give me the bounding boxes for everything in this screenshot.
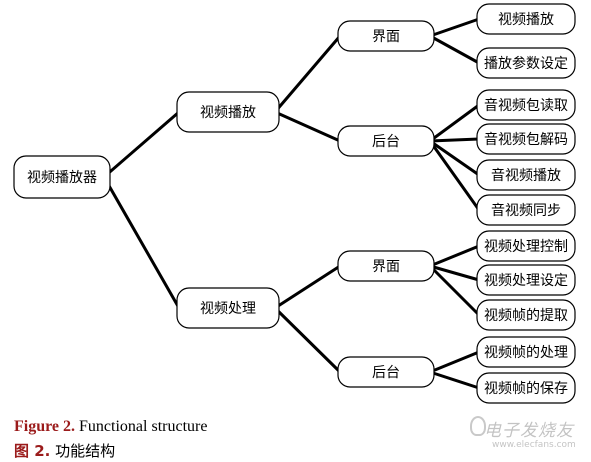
leaf-node-1-1-1: 视频帧的保存	[476, 372, 576, 404]
edge-mid-0-0-leaf-1	[428, 34, 481, 65]
figure-label-zh: 图 2.	[14, 442, 51, 460]
branch-node-0-box	[176, 91, 280, 133]
leaf-node-1-1-1-label: 视频帧的保存	[484, 381, 568, 397]
mid-node-1-0-label: 界面	[372, 259, 400, 275]
edge-mid-1-1-leaf-1	[428, 370, 481, 390]
leaf-node-1-0-1-label: 视频处理设定	[484, 273, 568, 289]
mid-node-0-1-label: 后台	[372, 134, 400, 150]
leaf-node-0-0-1-box	[476, 47, 576, 79]
leaf-node-1-1-0-label: 视频帧的处理	[484, 345, 568, 361]
mid-node-0-0: 界面	[337, 20, 435, 52]
functional-structure-diagram: 视频播放播放参数设定界面音视频包读取音视频包解码音视频播放音视频同步后台视频播放…	[13, 3, 576, 404]
branch-node-1: 视频处理	[176, 287, 280, 329]
leaf-node-1-1-0-box	[476, 336, 576, 368]
root-node-label: 视频播放器	[27, 170, 97, 186]
mid-node-1-0-box	[337, 250, 435, 282]
edge-mid-1-1-leaf-0	[428, 350, 481, 374]
edge-mid-0-1-leaf-1	[428, 137, 481, 143]
watermark: 电子发烧友 www.elecfans.com	[470, 412, 588, 458]
branch-node-0-label: 视频播放	[200, 105, 256, 121]
leaf-node-1-0-2: 视频帧的提取	[476, 299, 576, 331]
leaf-node-0-1-3-box	[476, 194, 576, 226]
watermark-text: 电子发烧友	[484, 421, 574, 441]
leaf-node-0-1-0-box	[476, 89, 576, 121]
leaf-node-0-1-0: 音视频包读取	[476, 89, 576, 121]
leaf-node-0-1-0-label: 音视频包读取	[484, 97, 568, 114]
edge-branch-1-mid-0	[273, 264, 342, 310]
edge-mid-0-0-leaf-0	[428, 17, 481, 38]
edge-branch-0-mid-0	[273, 34, 342, 114]
leaf-node-1-1-0: 视频帧的处理	[476, 336, 576, 368]
leaf-node-0-0-0-label: 视频播放	[498, 12, 554, 28]
root-node: 视频播放器	[13, 155, 111, 199]
leaf-node-0-1-3-label: 音视频同步	[491, 202, 561, 219]
figure-title-zh: 功能结构	[50, 442, 116, 460]
edge-root-branch-0	[102, 110, 181, 179]
figure-caption-zh: 图 2. 功能结构	[14, 440, 115, 461]
leaf-node-0-1-2-box	[476, 159, 576, 191]
branch-node-0: 视频播放	[176, 91, 280, 133]
leaf-node-1-0-1-box	[476, 264, 576, 296]
edge-mid-0-1-leaf-3	[428, 139, 481, 212]
mid-node-1-1-box	[337, 356, 435, 388]
leaf-node-0-0-1-label: 播放参数设定	[484, 55, 568, 72]
figure-label-en: Figure 2.	[14, 418, 76, 435]
edge-root-branch-1	[102, 175, 181, 310]
branch-node-1-box	[176, 287, 280, 329]
edge-mid-1-0-leaf-1	[428, 264, 481, 282]
leaf-node-1-0-0-box	[476, 230, 576, 262]
watermark-logo-icon	[470, 416, 486, 436]
watermark-url: www.elecfans.com	[492, 440, 576, 450]
leaf-node-0-1-3: 音视频同步	[476, 194, 576, 226]
leaf-node-0-0-0: 视频播放	[476, 3, 576, 35]
leaf-node-1-0-1: 视频处理设定	[476, 264, 576, 296]
edge-mid-0-1-leaf-0	[428, 103, 481, 143]
leaf-node-0-1-2: 音视频播放	[476, 159, 576, 191]
leaf-node-0-0-0-box	[476, 3, 576, 35]
mid-node-1-1: 后台	[337, 356, 435, 388]
mid-node-0-0-label: 界面	[372, 29, 400, 45]
mid-node-1-1-label: 后台	[372, 365, 400, 381]
mid-node-1-0: 界面	[337, 250, 435, 282]
diagram-nodes: 视频播放播放参数设定界面音视频包读取音视频包解码音视频播放音视频同步后台视频播放…	[13, 3, 576, 404]
figure-caption-en: Figure 2. Functional structure	[14, 418, 207, 436]
edge-mid-1-0-leaf-2	[428, 264, 481, 317]
root-node-box	[13, 155, 111, 199]
edge-branch-1-mid-1	[273, 306, 342, 374]
leaf-node-0-1-1-box	[476, 123, 576, 155]
leaf-node-0-1-2-label: 音视频播放	[491, 167, 561, 184]
diagram-edges	[102, 17, 481, 390]
figure-title-en: Functional structure	[75, 418, 208, 435]
mid-node-0-0-box	[337, 20, 435, 52]
edge-branch-0-mid-1	[273, 110, 342, 143]
leaf-node-1-0-0-label: 视频处理控制	[484, 239, 568, 255]
leaf-node-1-0-2-box	[476, 299, 576, 331]
leaf-node-0-0-1: 播放参数设定	[476, 47, 576, 79]
leaf-node-0-1-1: 音视频包解码	[476, 123, 576, 155]
leaf-node-1-0-0: 视频处理控制	[476, 230, 576, 262]
mid-node-0-1-box	[337, 125, 435, 157]
branch-node-1-label: 视频处理	[200, 301, 256, 317]
edge-mid-0-1-leaf-2	[428, 139, 481, 177]
edge-mid-1-0-leaf-0	[428, 244, 481, 268]
leaf-node-0-1-1-label: 音视频包解码	[484, 131, 568, 148]
mid-node-0-1: 后台	[337, 125, 435, 157]
leaf-node-1-0-2-label: 视频帧的提取	[484, 308, 568, 324]
leaf-node-1-1-1-box	[476, 372, 576, 404]
